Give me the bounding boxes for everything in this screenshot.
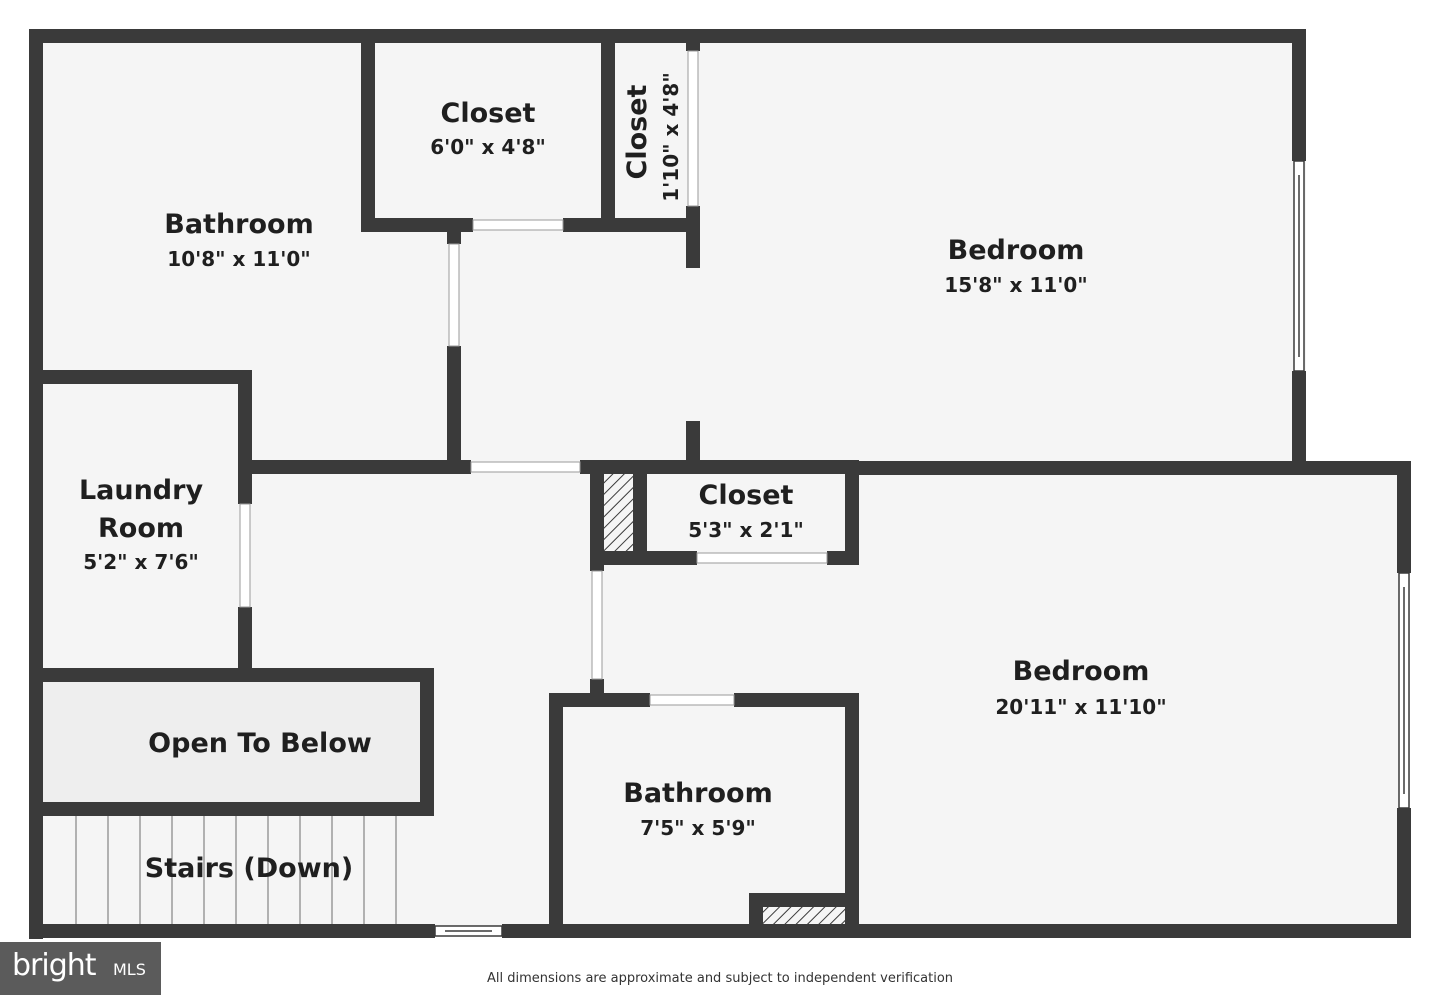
room-name: Closet (441, 98, 536, 129)
room-name-line1: Laundry (79, 475, 204, 506)
room-name: Bedroom (1013, 656, 1150, 687)
bright-mls-logo: bright MLS (0, 942, 161, 995)
disclaimer-text: All dimensions are approximate and subje… (486, 971, 954, 986)
room-closet-mid: Closet 5'3" x 2'1" (688, 480, 804, 542)
room-dimensions: 7'5" x 5'9" (640, 816, 756, 840)
room-dimensions: 5'3" x 2'1" (688, 518, 804, 542)
room-name-line2: Room (98, 513, 184, 544)
room-laundry: Laundry Room 5'2" x 7'6" (79, 475, 204, 574)
room-bathroom-top: Bathroom 10'8" x 11'0" (164, 209, 313, 271)
room-name: Closet (622, 84, 653, 179)
walls (29, 29, 1411, 939)
room-open-to-below: Open To Below (148, 728, 372, 759)
hatched-shaft-lower (763, 907, 845, 924)
room-dimensions: 20'11" x 11'10" (995, 695, 1166, 719)
room-name: Closet (699, 480, 794, 511)
stairs-treads (75, 816, 397, 924)
logo-main-text: bright (12, 948, 97, 983)
room-bedroom-bottom: Bedroom 20'11" x 11'10" (995, 656, 1166, 719)
room-closet-top: Closet 6'0" x 4'8" (430, 98, 546, 159)
room-name: Stairs (Down) (145, 853, 353, 884)
logo-sub-text: MLS (113, 960, 146, 979)
hatched-shaft-upper (604, 474, 633, 551)
windows (434, 160, 1410, 937)
room-name: Open To Below (148, 728, 372, 759)
room-name: Bathroom (164, 209, 313, 240)
room-name: Bathroom (623, 778, 772, 809)
room-dimensions: 1'10" x 4'8" (659, 72, 683, 202)
room-bedroom-top: Bedroom 15'8" x 11'0" (944, 235, 1087, 297)
room-dimensions: 15'8" x 11'0" (944, 273, 1087, 297)
room-stairs: Stairs (Down) (145, 853, 353, 884)
room-name: Bedroom (948, 235, 1085, 266)
room-dimensions: 5'2" x 7'6" (83, 550, 199, 574)
room-closet-narrow: Closet 1'10" x 4'8" (622, 72, 683, 202)
door-openings (239, 50, 828, 706)
room-dimensions: 10'8" x 11'0" (167, 247, 310, 271)
open-to-below-area (43, 682, 421, 802)
room-bathroom-bottom: Bathroom 7'5" x 5'9" (623, 778, 772, 840)
room-dimensions: 6'0" x 4'8" (430, 135, 546, 159)
